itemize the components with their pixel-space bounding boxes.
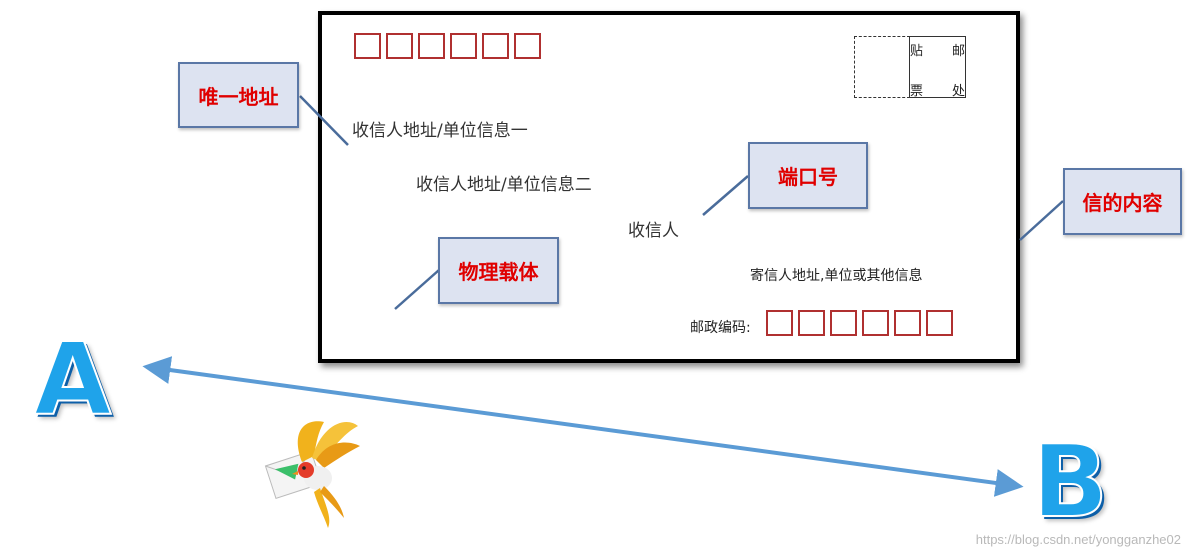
recipient-address-line2: 收信人地址/单位信息二 [416,175,592,195]
callout-unique-address: 唯一地址 [178,62,299,128]
connector-port-number [702,175,749,216]
connector-letter-content [1019,200,1064,241]
sender-postcode-boxes [766,310,953,336]
stamp-char: 邮 [952,44,966,59]
postcode-box [514,33,541,59]
sender-info: 寄信人地址,单位或其他信息 [750,268,923,284]
callout-letter-content: 信的内容 [1063,168,1182,235]
connector-unique-address [299,95,349,146]
stamp-area: 贴 邮 票 处 [854,36,966,99]
postcode-box [766,310,793,336]
postcode-label: 邮政编码: [690,320,751,336]
postcode-box [450,33,477,59]
endpoint-b: B [1031,423,1109,540]
stamp-solid-box [909,36,966,98]
recipient-name: 收信人 [628,221,679,241]
a-b-arrow [142,356,1024,497]
callout-port-number: 端口号 [748,142,868,209]
bird-with-envelope-icon [264,421,360,528]
postcode-box [418,33,445,59]
stamp-char: 票 [910,84,924,99]
endpoint-a: A [33,321,112,438]
postcode-box [862,310,889,336]
postcode-box [482,33,509,59]
stamp-char: 贴 [910,44,924,59]
postcode-box [926,310,953,336]
connector-physical-carrier [394,269,440,310]
postcode-box [830,310,857,336]
postcode-box [386,33,413,59]
callout-physical-carrier: 物理载体 [438,237,559,304]
postcode-box [354,33,381,59]
stamp-dashed-box [854,36,910,98]
postcode-box [798,310,825,336]
stamp-char: 处 [952,84,966,99]
watermark: https://blog.csdn.net/yongganzhe02 [975,532,1181,547]
recipient-address-line1: 收信人地址/单位信息一 [352,121,528,141]
envelope: 贴 邮 票 处 收信人地址/单位信息一 收信人地址/单位信息二 收信人 寄信人地… [318,11,1020,363]
postcode-box [894,310,921,336]
recipient-postcode-boxes [354,33,541,59]
